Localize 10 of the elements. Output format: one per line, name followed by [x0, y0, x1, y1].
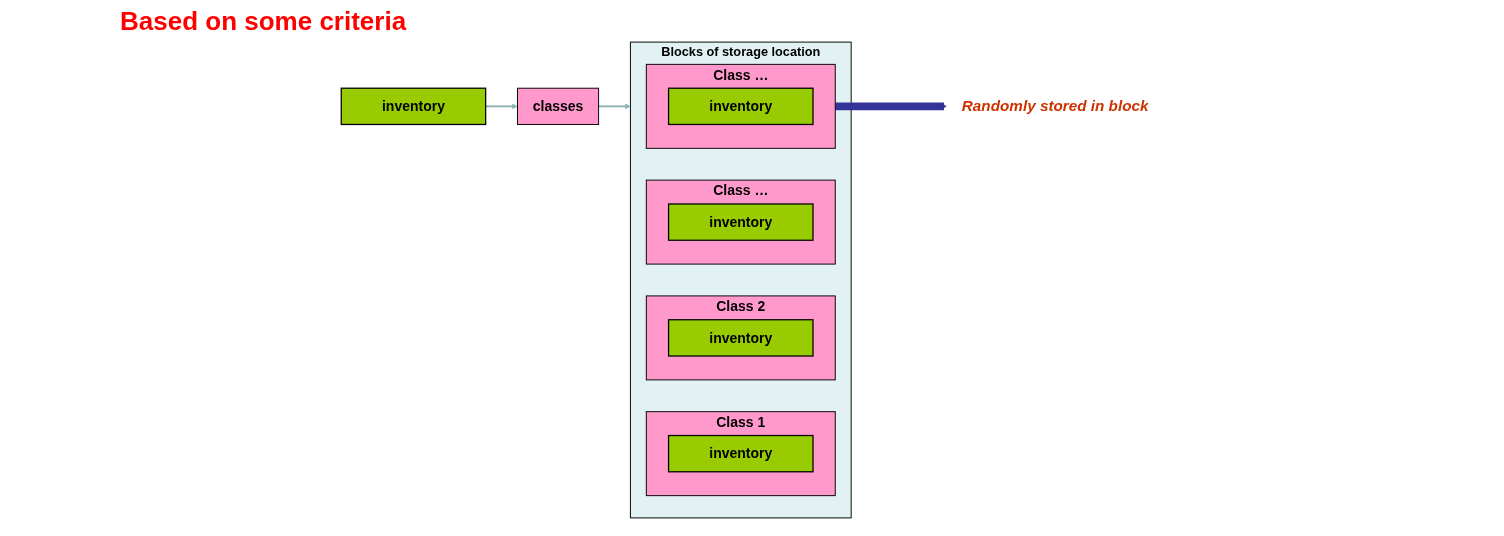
arrow	[833, 102, 947, 111]
node-box: inventory	[667, 434, 814, 473]
arrow	[597, 103, 631, 110]
node-box: inventory	[340, 87, 486, 126]
node-box: inventory	[667, 319, 814, 357]
note-text: Based on some criteria	[120, 6, 408, 37]
node-box: classes	[516, 87, 599, 125]
node-box: inventory	[667, 203, 814, 241]
node-box: inventory	[667, 87, 814, 126]
node-text: Randomly stored in block	[961, 97, 1148, 115]
